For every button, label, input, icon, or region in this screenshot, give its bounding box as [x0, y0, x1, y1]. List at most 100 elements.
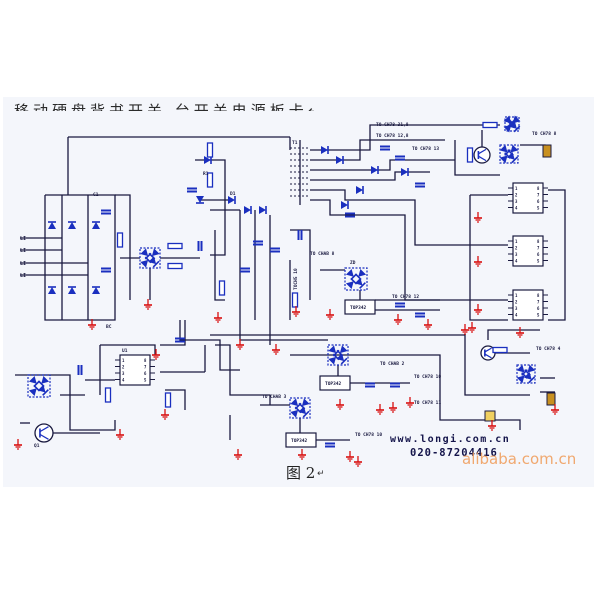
ground-symbol	[326, 309, 334, 320]
ic-pin-label: 7	[537, 193, 540, 198]
input-terminal-label: LI	[20, 273, 26, 279]
transistor	[480, 345, 496, 361]
transistor-collector	[478, 148, 487, 155]
diode	[48, 221, 56, 229]
ground-symbol	[488, 420, 496, 431]
bridge-rectifier	[139, 247, 161, 269]
ic-pin-label: 4	[122, 378, 125, 383]
ic-pin-label: 3	[515, 252, 518, 257]
capacitor	[365, 382, 375, 388]
component-layer	[27, 115, 556, 448]
diode-body	[345, 281, 354, 290]
phone-text: 020-87204416	[410, 447, 498, 459]
fuse-element	[542, 144, 552, 158]
capacitor	[325, 442, 335, 448]
capacitor	[101, 267, 111, 273]
diode	[321, 146, 329, 154]
wire	[214, 230, 225, 301]
diode-body	[92, 222, 100, 229]
resistor	[492, 346, 508, 354]
diode-body	[140, 248, 149, 257]
resistor	[466, 147, 474, 163]
ic-pin-label: 8	[537, 239, 540, 244]
diode-body	[301, 398, 310, 407]
ic-pin-label: 4	[515, 313, 518, 318]
bridge-outline	[289, 397, 311, 419]
wire	[290, 229, 311, 300]
wire	[160, 320, 186, 346]
diode-bar	[528, 376, 536, 384]
output-rail-label: TO CH78 11	[414, 400, 441, 406]
ic-upper	[508, 182, 548, 214]
ic-pin-label: 7	[537, 300, 540, 305]
bridge-outline	[516, 364, 536, 384]
output-rail-label: TO CHAB 2	[380, 361, 405, 367]
diode-body	[92, 287, 100, 294]
output-rail-label: TO CH78 12	[392, 294, 419, 300]
wire	[215, 344, 271, 405]
ic-pin-label: 2	[515, 300, 518, 305]
ground-symbol	[468, 322, 476, 333]
diode-body	[336, 156, 343, 164]
wire	[520, 144, 546, 150]
diode	[92, 221, 100, 229]
diode-body	[298, 406, 307, 415]
wire	[487, 329, 540, 340]
output-rail-label: TO CH78 13	[412, 146, 439, 152]
component-label: U1	[122, 348, 128, 354]
ic-pin-label: 3	[515, 306, 518, 311]
capacitor	[415, 182, 425, 188]
ground-symbol	[376, 404, 384, 415]
ground-symbol	[272, 344, 280, 355]
diode-body	[48, 287, 56, 294]
diode	[356, 186, 364, 194]
ic-pin-label: 5	[537, 206, 540, 211]
ic-pin-label: 4	[515, 259, 518, 264]
ic-pin-label: 6	[537, 306, 540, 311]
bridge-rectifier	[344, 267, 368, 291]
capacitor	[390, 382, 400, 388]
diode-body	[358, 268, 367, 277]
wire	[310, 124, 480, 151]
ic-pin-label: 2	[122, 365, 125, 370]
diode-bar	[302, 410, 310, 418]
output-rail-label: TO CH78 8	[532, 131, 557, 137]
diode-body	[499, 144, 508, 153]
ic-body	[119, 354, 151, 386]
resistor	[291, 292, 299, 308]
bridge-outline	[27, 374, 51, 398]
ground-symbol	[346, 451, 354, 462]
resistor	[164, 392, 172, 408]
wire	[469, 195, 508, 321]
ground-symbol	[336, 399, 344, 410]
diode-body	[321, 146, 328, 154]
ic-body	[512, 182, 544, 214]
diode	[354, 277, 366, 289]
resistor	[167, 242, 183, 250]
component-label: Q1	[34, 443, 40, 449]
header-text-fragment: 移动硬盘背书开关 台开关电源板卡↵	[14, 100, 314, 111]
ic-pin-label: 8	[537, 293, 540, 298]
capacitor	[77, 365, 83, 375]
diode-body	[151, 248, 160, 257]
diode-body	[196, 196, 204, 203]
diode	[68, 221, 76, 229]
ground-symbol	[298, 449, 306, 460]
diode-body	[527, 364, 536, 373]
diode	[259, 206, 267, 214]
diode	[523, 371, 536, 384]
component-label: ZD	[350, 260, 356, 266]
capacitor	[101, 209, 111, 215]
ic-pin-label: 6	[537, 199, 540, 204]
diode	[37, 375, 50, 388]
capacitor	[395, 155, 405, 161]
regulator-label: TOP342	[350, 305, 367, 311]
diode-body	[68, 222, 76, 229]
fuse-element	[546, 392, 556, 406]
ground-symbol	[144, 299, 152, 310]
ic-pin-label: 8	[537, 186, 540, 191]
wire	[310, 171, 430, 181]
